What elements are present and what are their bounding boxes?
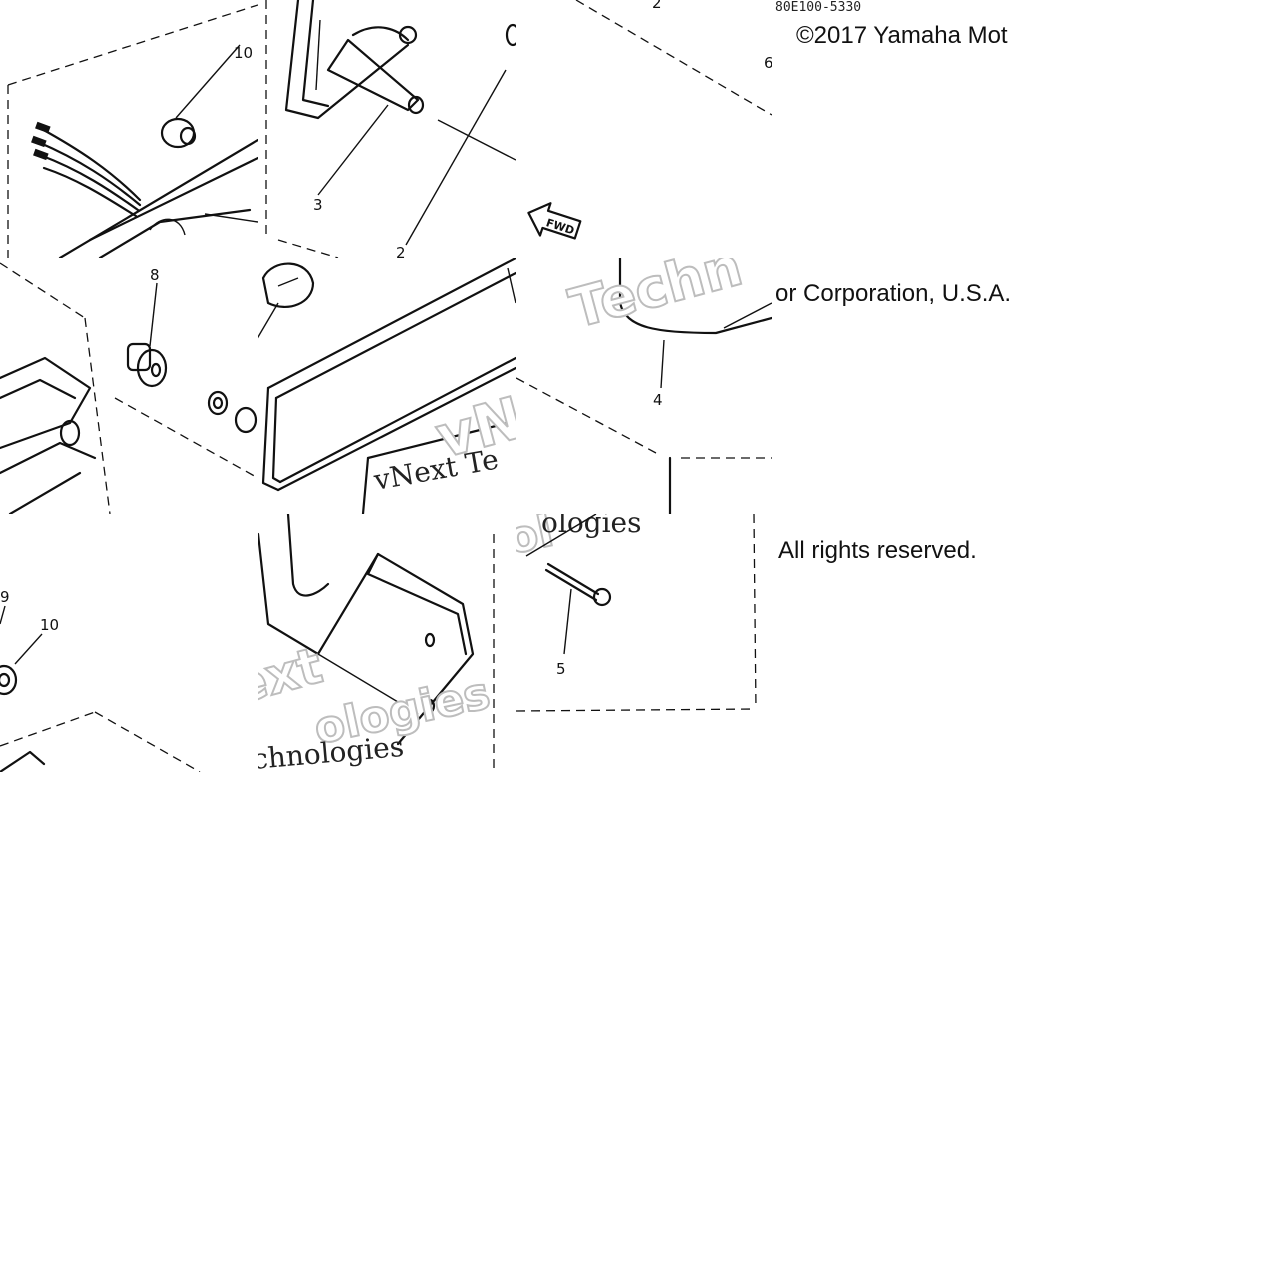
watermark-vnext-tech: vNext Te bbox=[371, 443, 502, 498]
diagram-tile-middle-right: Techn 4 bbox=[516, 258, 772, 514]
diagram-tile-middle-left: 8 bbox=[0, 258, 258, 514]
forward-arrow-drawing: 2 6 FWD bbox=[527, 0, 772, 240]
callout-2: 2 bbox=[396, 244, 406, 258]
callout-8: 8 bbox=[150, 266, 160, 284]
diagram-tile-top-right: 2 6 FWD bbox=[516, 0, 772, 258]
copyright-line-3: All rights reserved. bbox=[778, 537, 977, 564]
callout-9: 9 bbox=[0, 588, 10, 606]
copyright-line-2: or Corporation, U.S.A. bbox=[775, 280, 1012, 307]
callout-3: 3 bbox=[313, 196, 323, 214]
taillight-housing-drawing: 10 bbox=[7, 4, 258, 258]
callout-5: 5 bbox=[556, 660, 566, 678]
diagram-tile-top-middle: 3 2 bbox=[258, 0, 516, 258]
callout-7: 10 bbox=[234, 44, 253, 62]
copyright-line-1: ©2017 Yamaha Mot bbox=[796, 22, 1008, 49]
watermark-chnologies: chnologies bbox=[258, 730, 405, 772]
callout-10: 10 bbox=[40, 616, 59, 634]
lens-assembly-drawing: 3 2 bbox=[265, 0, 516, 258]
diagram-tile-bottom-center: ext ologies chnologies bbox=[258, 514, 496, 772]
fwd-arrow: FWD bbox=[527, 202, 582, 240]
diagram-tile-top-left: 10 bbox=[0, 0, 258, 258]
screw-drawing: ol ologies 5 bbox=[516, 514, 757, 712]
watermark-ologies: ologies bbox=[541, 514, 642, 539]
part-code: 80E100-5330 bbox=[775, 0, 862, 15]
lens-drawing: ext ologies chnologies bbox=[258, 514, 496, 772]
washer-drawing: 9 10 bbox=[0, 588, 201, 772]
lens-cover-drawing: Techn 4 bbox=[516, 258, 772, 514]
diagram-tile-bottom-right: ol ologies 5 bbox=[516, 514, 760, 714]
diagram-tile-center: vNe vNext Te bbox=[258, 258, 516, 514]
callout-2-top: 2 bbox=[652, 0, 662, 12]
callout-6: 6 bbox=[764, 54, 772, 72]
gasket-drawing: vNe vNext Te bbox=[258, 258, 516, 514]
diagram-tile-bottom-left: 9 10 bbox=[0, 514, 258, 772]
bulb-socket-drawing: 8 bbox=[0, 262, 258, 514]
callout-4: 4 bbox=[653, 391, 663, 409]
